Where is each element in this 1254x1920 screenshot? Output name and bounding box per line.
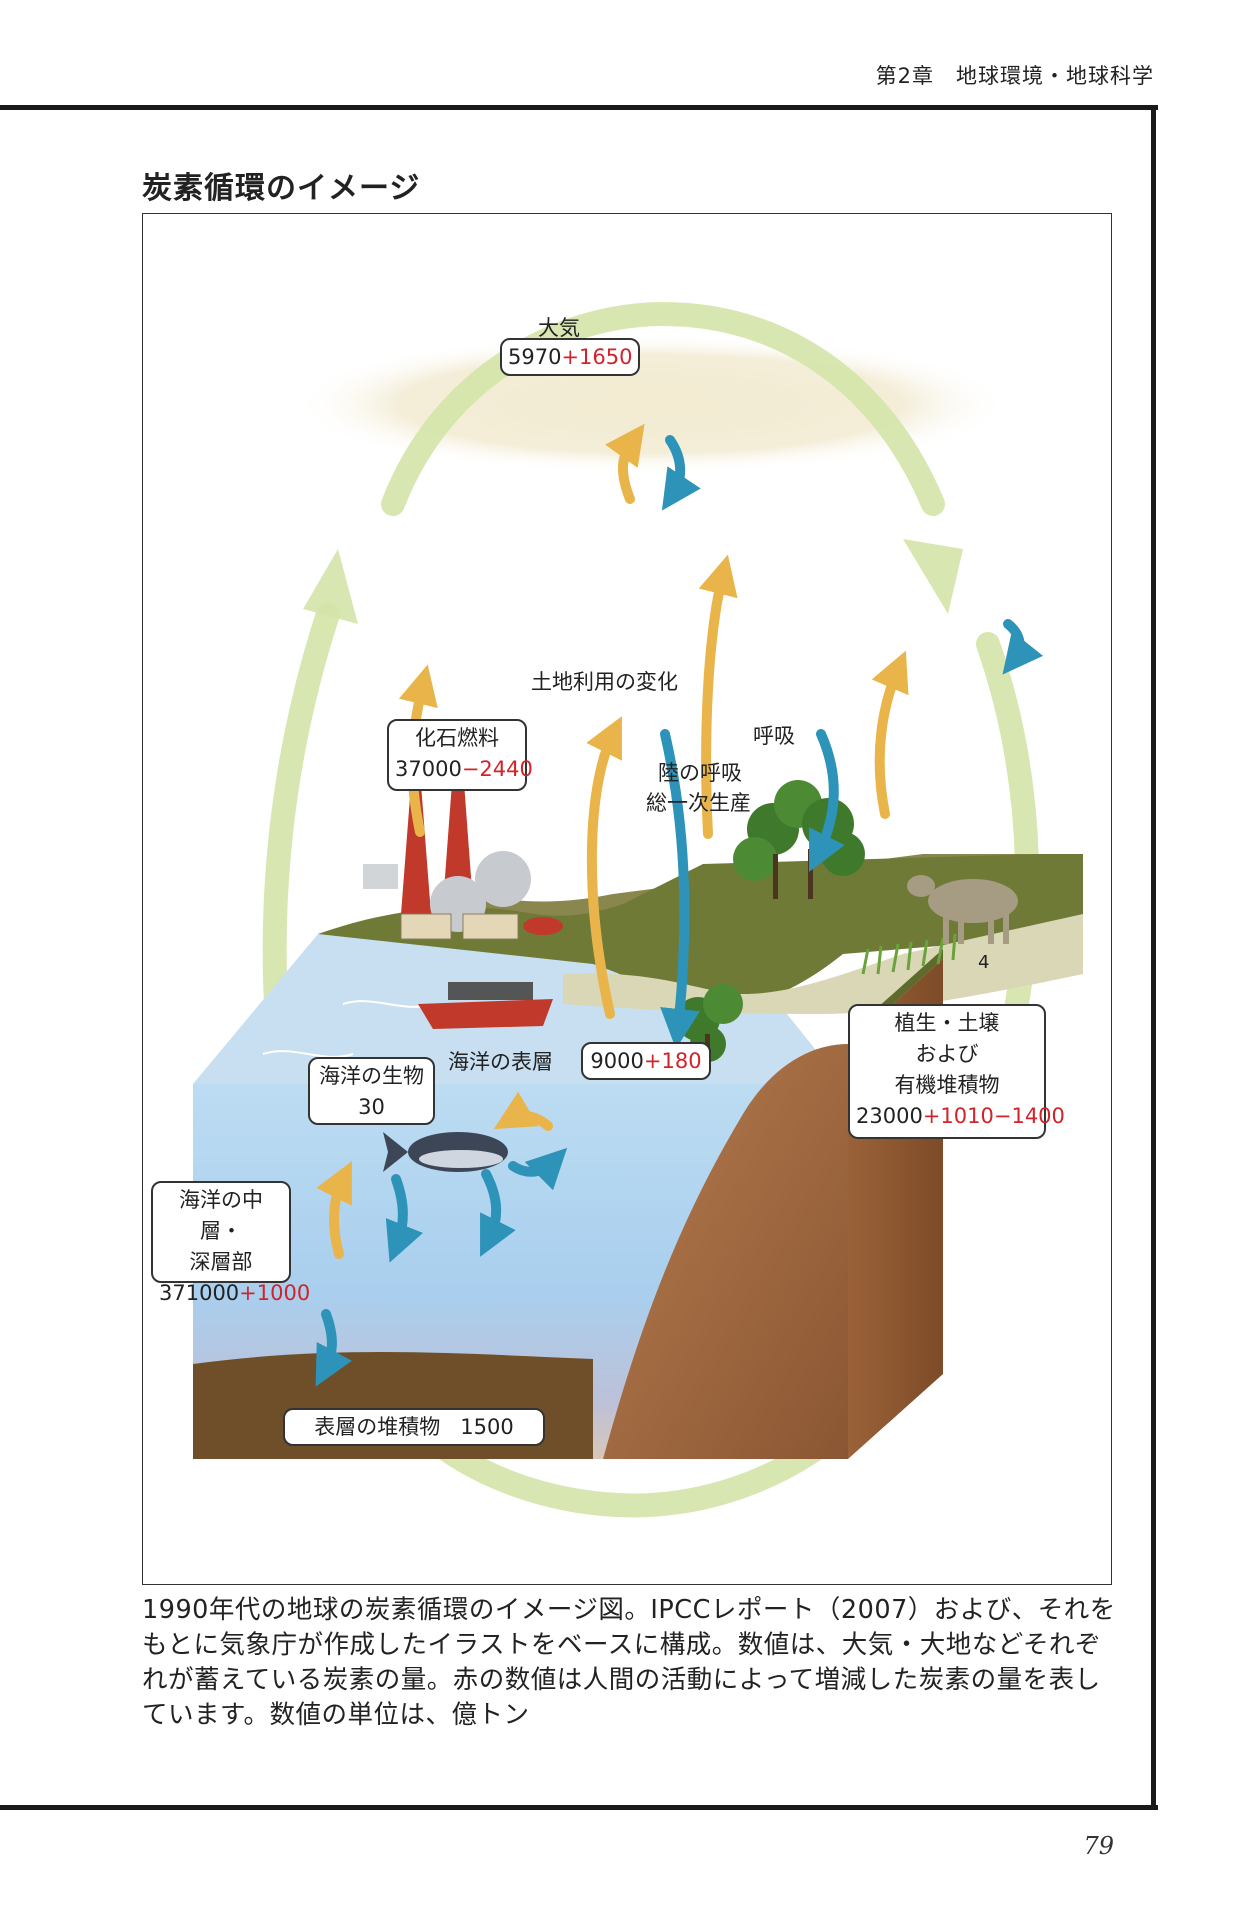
vegetation-soil-label-2: および [915,1042,979,1066]
marine-biota-value: 30 [358,1095,385,1119]
atmosphere-base-value: 5970 [508,345,562,369]
earth-cross-section [603,1044,848,1459]
carbon-cycle-illustration [193,301,1083,1518]
deep-ocean-box: 海洋の中層・ 深層部 371000+1000 [151,1181,310,1305]
ocean-surface-label: 海洋の表層 [448,1050,553,1074]
cow [907,875,1018,944]
vegetation-soil-label-1: 植生・土壌 [894,1011,1000,1035]
deep-down-blue-arrow-1 [385,1174,423,1263]
figure-caption: 1990年代の地球の炭素循環のイメージ図。IPCCレポート（2007）および、そ… [142,1595,1116,1730]
page-border-top [0,105,1158,110]
carbon-cycle-figure: 大気 5970+1650 土地利用の変化 呼吸 陸の呼吸 総一次生産 化石燃料 … [142,213,1112,1585]
chapter-header: 第2章 地球環境・地球科学 [875,64,1154,88]
atm-to-surface-blue-arrow [661,435,701,511]
fossil-fuel-base-value: 37000 [395,757,462,781]
deep-down-blue-arrow-2 [480,1169,516,1257]
deep-ocean-base-value: 371000 [159,1281,240,1305]
vegetation-soil-change-2: −1400 [993,1104,1065,1128]
ocean-surface-change-value: +180 [643,1049,702,1073]
sediment-value: 1500 [460,1415,514,1439]
ocean-surface-box: 9000+180 [581,1042,711,1080]
ocean-surface-base-value: 9000 [590,1049,644,1073]
deep-up-yellow-arrow [316,1161,352,1259]
marine-biota-label: 海洋の生物 [319,1064,424,1088]
section-title: 炭素循環のイメージ [142,171,421,206]
ocean-down-blue-arrow [660,729,700,1049]
fossil-fuel-box: 化石燃料 37000−2440 [387,719,533,791]
vegetation-soil-label-3: 有機堆積物 [894,1073,1000,1097]
land-respiration-label: 陸の呼吸 [658,761,742,785]
land-down-blue-arrow [809,729,845,872]
deep-ocean-label-2: 深層部 [189,1250,253,1274]
marine-cycle-blue-arrow [508,1147,568,1191]
ocean-up-yellow-arrow [586,716,622,1019]
vegetation-soil-base-value: 23000 [856,1104,923,1128]
power-plant [363,769,563,940]
sediment-box: 表層の堆積物 1500 [283,1408,545,1446]
atmosphere-box: 5970+1650 [500,338,640,376]
sediment-blue-arrow [315,1309,353,1387]
sediment-label: 表層の堆積物 [314,1415,441,1439]
river-flux-label: 4 [978,952,990,973]
page-border-bottom [0,1805,1158,1810]
gross-primary-production-label: 総一次生産 [646,791,751,815]
grass [861,933,957,975]
deep-ocean-label-1: 海洋の中層・ [179,1188,263,1243]
marine-cycle-yellow-arrow [493,1091,553,1131]
vegetation-soil-change-1: +1010 [922,1104,994,1128]
land-use-yellow-arrow [698,554,738,839]
atmosphere-change-value: +1650 [561,345,633,369]
tuna-fish [383,1132,508,1172]
fossil-fuel-label: 化石燃料 [415,726,499,750]
land-use-change-label: 土地利用の変化 [531,670,678,694]
deep-ocean-change-value: +1000 [239,1281,311,1305]
page-border-right [1151,105,1156,1810]
fossil-fuel-change-value: −2440 [461,757,533,781]
marine-biota-box: 海洋の生物 30 [308,1057,435,1125]
atm-to-surface-yellow-arrow [605,423,645,504]
respiration-label: 呼吸 [753,724,795,748]
respiration-yellow-arrow [871,650,909,819]
vegetation-soil-box: 植生・土壌 および 有機堆積物 23000+1010−1400 [848,1004,1065,1139]
page-number: 79 [1083,1832,1114,1860]
atmosphere-label: 大気 [538,316,580,340]
atm-edge-blue-arrow [1002,619,1044,675]
cargo-ship [418,982,553,1029]
